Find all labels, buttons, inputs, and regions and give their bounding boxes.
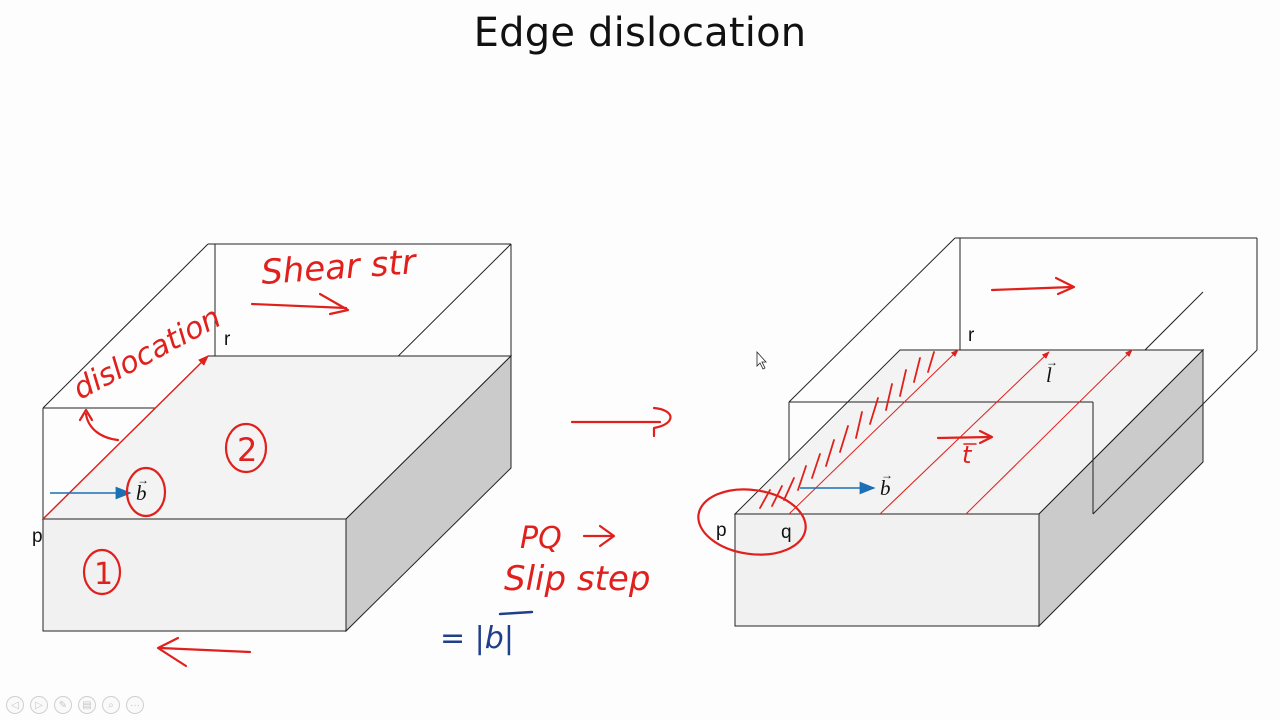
prev-icon[interactable]: ◁ xyxy=(6,696,24,714)
middle-notes: PQ Slip step = |b| xyxy=(440,521,650,656)
pq-arrow xyxy=(582,524,616,548)
right-shear-arrow-head xyxy=(1054,276,1076,296)
presentation-toolbar: ◁ ▷ ✎ ▤ ⌕ ··· xyxy=(6,696,144,714)
dislocation-pointer-head xyxy=(78,408,94,422)
slide-title: Edge dislocation xyxy=(473,10,807,56)
right-line-vector-l: l xyxy=(1046,363,1052,387)
shear-arrow-shaft xyxy=(250,302,348,310)
left-label-r: r xyxy=(224,329,231,350)
right-line-vector-mark: → xyxy=(1046,355,1058,369)
slip-region-lines xyxy=(788,349,1133,515)
right-label-p: p xyxy=(716,520,727,541)
t-vector-arrow xyxy=(936,435,992,440)
bottom-arrow-shaft xyxy=(158,646,252,654)
left-lower-block-front xyxy=(42,518,347,632)
left-vector-arrow-mark: → xyxy=(137,473,149,487)
left-crystal-block: b → p r xyxy=(32,243,513,633)
pq-circle-annotation xyxy=(697,488,807,556)
left-label-p: p xyxy=(32,526,43,547)
dislocation-pointer xyxy=(84,412,120,442)
right-upper-bottom-edge xyxy=(1092,403,1204,515)
bottom-arrow-head xyxy=(156,636,188,668)
right-crystal-block: b → l → p q r xyxy=(716,237,1258,628)
transition-arrow-head xyxy=(652,406,672,438)
b-vector-bar xyxy=(498,610,534,616)
t-vector-label: t xyxy=(962,441,973,469)
mouse-cursor-icon xyxy=(756,350,767,370)
t-vector-arrow-head xyxy=(978,429,994,445)
slip-hatching xyxy=(759,351,935,509)
zoom-icon[interactable]: ⌕ xyxy=(102,696,120,714)
right-annotations: t xyxy=(697,276,1076,556)
right-shear-arrow-shaft xyxy=(990,285,1074,292)
equals-b-label: = |b| xyxy=(440,621,514,656)
pq-label: PQ xyxy=(520,521,562,556)
left-burgers-vector-label: b xyxy=(136,481,147,505)
right-vector-arrow-mark: → xyxy=(881,468,893,482)
slip-step-label: Slip step xyxy=(504,559,650,599)
handwritten-shear-stress: Shear str xyxy=(260,242,419,293)
more-icon[interactable]: ··· xyxy=(126,696,144,714)
right-lower-block-front xyxy=(734,513,1040,627)
region-2-label: 2 xyxy=(237,431,257,469)
right-label-q: q xyxy=(781,522,792,543)
region-1-label: 1 xyxy=(94,557,113,592)
next-icon[interactable]: ▷ xyxy=(30,696,48,714)
pen-icon[interactable]: ✎ xyxy=(54,696,72,714)
circle-2-annotation xyxy=(224,422,268,474)
right-label-r: r xyxy=(968,325,975,346)
transition-arrow xyxy=(570,406,672,438)
left-dislocation-line xyxy=(42,355,209,520)
slides-icon[interactable]: ▤ xyxy=(78,696,96,714)
circle-b-annotation xyxy=(125,466,167,518)
circle-1-annotation xyxy=(82,548,122,596)
right-burgers-vector-label: b xyxy=(880,476,891,500)
shear-arrow-head xyxy=(318,292,350,316)
